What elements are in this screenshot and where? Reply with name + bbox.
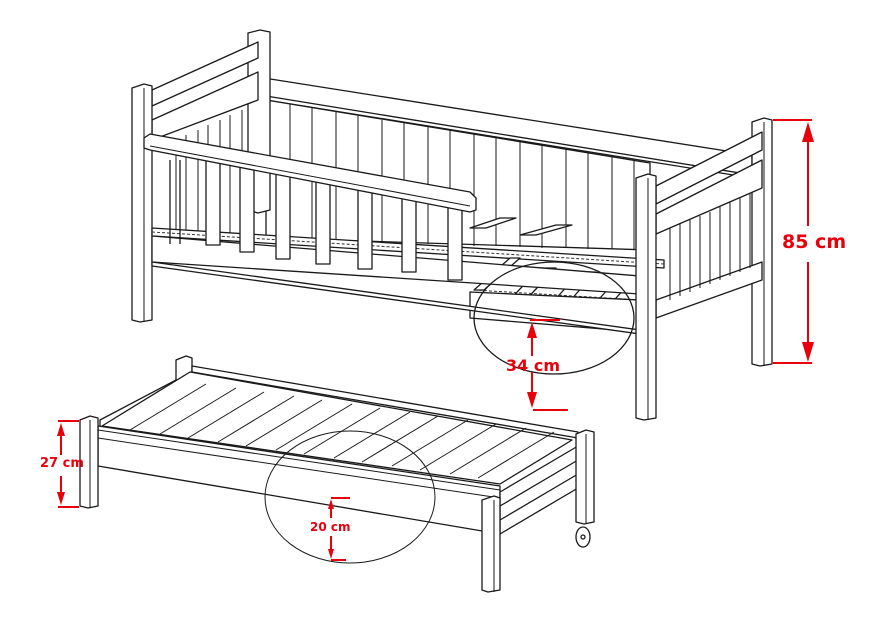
detail-circle-trundle [264,430,436,564]
dim-34cm-lines [527,319,568,411]
headboard [131,29,271,323]
trundle-bed [79,355,595,593]
arrow-up-icon [527,322,537,338]
dimension-label-27cm: 27 cm [40,456,84,471]
dim-27cm-lines [57,420,79,508]
main-bed [131,29,773,421]
arrow-down-icon [802,342,814,362]
detail-circle-bed [473,261,635,375]
dim-85cm-lines [773,119,814,364]
arrow-down-icon [57,492,65,505]
arrow-up-icon [328,499,334,509]
dim-20cm-lines [328,497,350,561]
dimension-label-85cm: 85 cm [782,231,847,253]
front-guard-rail [143,133,477,281]
dimension-label-34cm: 34 cm [506,356,560,375]
arrow-down-icon [328,549,334,559]
arrow-up-icon [802,122,814,142]
trundle-caster [575,526,591,548]
arrow-up-icon [57,423,65,436]
footboard [635,117,773,421]
dimension-label-20cm: 20 cm [310,520,351,534]
arrow-down-icon [527,392,537,408]
